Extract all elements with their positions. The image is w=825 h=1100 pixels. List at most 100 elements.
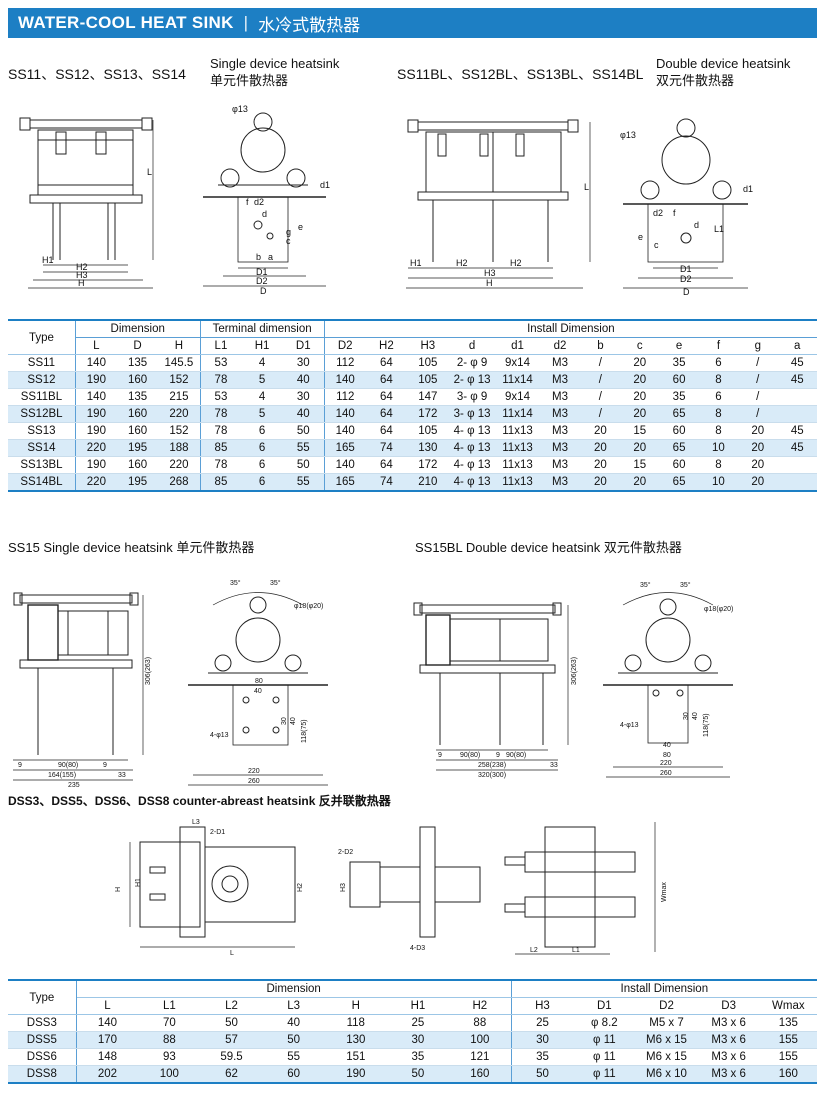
table-cell: 59.5	[200, 1048, 263, 1066]
page-header: WATER-COOL HEAT SINK | 水冷式散热器	[8, 8, 817, 38]
dim3-260: 260	[248, 778, 260, 785]
dim4-30: 30	[683, 712, 690, 720]
table-cell: 3- φ 9	[448, 388, 496, 406]
row-type-cell: DSS6	[8, 1048, 77, 1066]
table-cell: 78	[199, 456, 242, 474]
dim3-33: 33	[118, 772, 126, 779]
col-header: d1	[495, 337, 540, 355]
table-cell: 210	[407, 473, 449, 492]
col-header: D	[116, 337, 159, 355]
table-cell: 64	[365, 422, 408, 440]
ss15bl-drawing: 306(263) 9 90(80) 9 90(80) 258(238) 33 3…	[413, 581, 733, 779]
table-cell: 30	[282, 354, 325, 372]
table-cell: 20	[580, 473, 621, 492]
col-header: c	[620, 337, 660, 355]
table-cell: 140	[74, 354, 117, 372]
table-cell: 9x14	[495, 354, 540, 372]
table-cell: 145.5	[158, 354, 200, 372]
table-cell: 165	[323, 473, 366, 492]
dim2-H3: H3	[484, 268, 496, 278]
table-cell: 50	[200, 1014, 263, 1032]
table-cell: 151	[324, 1048, 387, 1066]
dim3-4phi13: 4-φ13	[210, 732, 229, 739]
col-header: b	[580, 337, 621, 355]
dim-L: L	[147, 167, 152, 177]
table-cell: M3	[539, 405, 581, 423]
table-cell: 6	[698, 388, 739, 406]
row-type-cell: SS14	[8, 439, 76, 457]
row-type-cell: SS11BL	[8, 388, 76, 406]
table-cell: 190	[74, 456, 117, 474]
dim-phi13: φ13	[232, 104, 248, 114]
dim3-80: 80	[255, 678, 263, 685]
dim4-35b: 35°	[680, 581, 691, 589]
table-cell: 20	[620, 354, 660, 372]
col-header: L1	[199, 337, 242, 355]
table-cell: 220	[158, 456, 200, 474]
dim4-220: 220	[660, 760, 672, 767]
ss15-drawing: 306(263) 9 90(80) 9 164(155) 33 235 35° …	[13, 579, 328, 789]
table-cell: 20	[738, 456, 778, 474]
ss15-caption: SS15 Single device heatsink 单元件散热器	[8, 540, 255, 555]
table-cell: 140	[323, 422, 366, 440]
dim5-L3: L3	[192, 819, 200, 826]
dim3-9b: 9	[103, 762, 107, 769]
table-cell: 11x14	[495, 371, 540, 389]
table-cell: 88	[138, 1031, 201, 1049]
dim-D2: D2	[256, 276, 268, 286]
dim4-258: 258(238)	[478, 762, 506, 769]
table-cell: 6	[698, 354, 739, 372]
col-header-2: H	[324, 997, 387, 1015]
table-cell: 160	[116, 405, 159, 423]
ss-dimension-table: Type Dimension Terminal dimension Instal…	[8, 319, 817, 492]
table-cell: 10	[698, 473, 739, 492]
table-cell: M3	[539, 371, 581, 389]
table-cell: 40	[282, 371, 325, 389]
row-type-cell: SS13BL	[8, 456, 76, 474]
table-cell: 62	[200, 1065, 263, 1084]
dim3-235: 235	[68, 782, 80, 789]
table-cell: 78	[199, 422, 242, 440]
dim2-d: d	[694, 220, 699, 230]
table-cell: 10	[698, 439, 739, 457]
table-cell: 65	[659, 473, 699, 492]
row-type-cell: SS13	[8, 422, 76, 440]
table-cell: 8	[698, 371, 739, 389]
table-cell: 20	[738, 473, 778, 492]
table-cell: 190	[74, 422, 117, 440]
table-cell: 105	[407, 422, 449, 440]
table-cell: 152	[158, 422, 200, 440]
table-cell: 4- φ 13	[448, 422, 496, 440]
table-cell: M3 x 6	[697, 1048, 760, 1066]
dim2-D2: D2	[680, 274, 692, 284]
table-cell: 6	[241, 439, 283, 457]
table-cell: 11x13	[495, 456, 540, 474]
dim4-90b: 90(80)	[506, 752, 526, 759]
table-cell: 57	[200, 1031, 263, 1049]
table-cell: 20	[580, 422, 621, 440]
table-cell: M3	[539, 354, 581, 372]
dim4-320: 320(300)	[478, 772, 506, 779]
table-cell: 4- φ 13	[448, 439, 496, 457]
col-header: H3	[407, 337, 449, 355]
table-cell: 5	[241, 371, 283, 389]
table-cell: 140	[75, 1014, 139, 1032]
dim5-L2: L2	[530, 947, 538, 954]
table-cell: 11x14	[495, 405, 540, 423]
table-cell: 15	[620, 456, 660, 474]
table-cell: M6 x 15	[635, 1031, 698, 1049]
dim2-H2b: H2	[510, 258, 522, 268]
table-cell: 64	[365, 354, 408, 372]
table-cell: 45	[777, 371, 817, 389]
table-cell: 45	[777, 422, 817, 440]
table-cell: 50	[386, 1065, 449, 1084]
table-cell: φ 11	[573, 1065, 636, 1084]
table-cell: 140	[323, 456, 366, 474]
dim4-33: 33	[550, 762, 558, 769]
table-cell: M3 x 6	[697, 1031, 760, 1049]
table-cell: φ 8.2	[573, 1014, 636, 1032]
dss-dimension-table: Type Dimension Install Dimension L L1 L2…	[8, 979, 817, 1084]
table-cell: /	[580, 405, 621, 423]
table-cell: 100	[449, 1031, 512, 1049]
table-cell: 30	[386, 1031, 449, 1049]
